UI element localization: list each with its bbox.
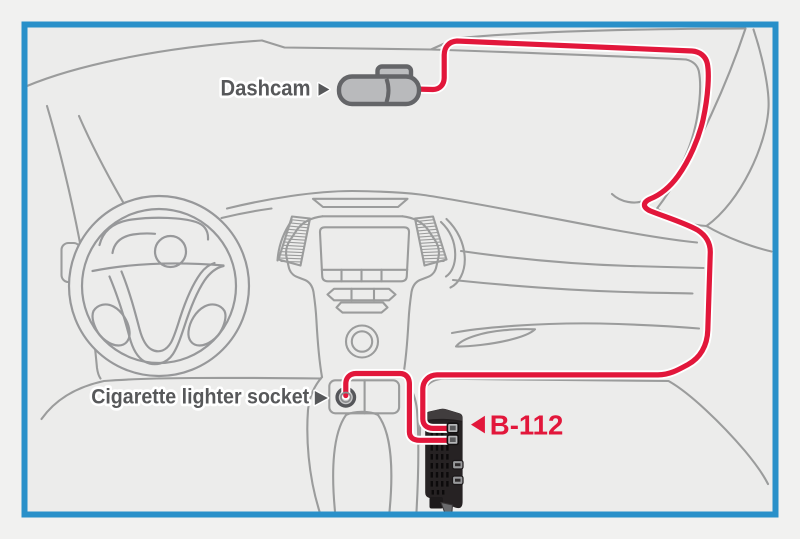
- b112-usb-port-1-slot: [455, 463, 461, 467]
- control-tray-1: [326, 287, 397, 302]
- b112-arrow-left-icon: [471, 415, 485, 434]
- dashcam-body: [336, 74, 422, 107]
- instrument-cluster: [98, 216, 210, 269]
- door-frame-edge: [705, 28, 770, 228]
- stack-right-wing-inner: [439, 220, 457, 278]
- knee-bolster-line: [40, 376, 323, 421]
- power-cables: [343, 38, 713, 443]
- roof-right-line: [454, 27, 747, 40]
- display-screen: [318, 226, 411, 283]
- right-louver-vent: [413, 215, 448, 267]
- console-armrest-left: [332, 413, 348, 513]
- dash-contour-line-3: [450, 322, 701, 335]
- b112-side-ports: [451, 459, 464, 486]
- b112-foot-base: [429, 497, 443, 509]
- stack-shield-right: [401, 215, 440, 379]
- b112-cable-ports: [446, 422, 459, 446]
- b112-top-ridge: [425, 418, 463, 423]
- b112-mount-foot: [429, 497, 454, 515]
- stack-right-wing-outer: [445, 217, 466, 289]
- steering-wheel: [67, 194, 251, 378]
- socket-cable: [343, 370, 451, 443]
- stack-shield-left: [285, 215, 324, 379]
- wheel-thumb-pad-right: [187, 303, 227, 347]
- glovebox-pocket: [454, 328, 537, 348]
- left-louver-vent: [277, 215, 312, 267]
- lower-console: [306, 375, 423, 513]
- right-louver-outline: [413, 215, 448, 267]
- dashcam-arrow-right-icon: [317, 81, 331, 98]
- frame-border: [21, 21, 779, 518]
- dashcam-cable: [411, 38, 713, 431]
- wheel-spoke-v-outer: [108, 264, 225, 366]
- b112-cable-port-lower-pin: [449, 437, 456, 442]
- cluster-gauge-dial: [153, 234, 188, 269]
- labels: Dashcam Cigarette lighter socket B-112: [88, 73, 564, 441]
- b112-top-face: [425, 408, 463, 422]
- b112-vent-slots: [430, 424, 449, 495]
- left-louver-slats: [279, 219, 310, 263]
- cigarette-socket-inner: [340, 391, 352, 403]
- door-sill-line: [705, 224, 773, 253]
- steering-wheel-rim-outer: [67, 194, 251, 378]
- top-vent: [311, 197, 409, 209]
- b112-usb-port-2-slot: [455, 478, 461, 482]
- dash-contour-line-1: [459, 249, 705, 270]
- rotary-knob-inner: [350, 330, 374, 353]
- cluster-binnacle-line: [111, 232, 157, 255]
- windshield-top-edge: [429, 48, 688, 61]
- wheel-pad-top-edge: [91, 262, 225, 273]
- center-stack: [277, 197, 448, 379]
- dashcam-lens-seam: [384, 78, 391, 103]
- rotary-knob-outer: [344, 324, 380, 359]
- dashcam-label: Dashcam: [221, 76, 311, 101]
- left-louver-outline: [277, 215, 312, 267]
- b112-label: B-112: [490, 410, 564, 441]
- right-louver-slats: [415, 219, 446, 263]
- dash-cowl-line-2: [220, 207, 273, 220]
- headliner-left-line: [25, 39, 264, 88]
- b112-cable-port-upper-pin: [449, 425, 456, 431]
- wheel-spoke-v-inner: [120, 261, 216, 353]
- console-armrest-right: [376, 413, 393, 513]
- socket-arrow-right-icon: [313, 389, 330, 407]
- cable-routing: [341, 36, 715, 445]
- dash-cowl-line: [225, 189, 699, 244]
- dashcam-device: [336, 64, 422, 107]
- b112-device: [425, 408, 464, 515]
- control-tray-2: [335, 301, 389, 314]
- cigarette-socket-label: Cigarette lighter socket: [91, 384, 309, 409]
- cluster-hood-line: [98, 216, 210, 247]
- wheel-thumb-pad-left: [91, 303, 131, 347]
- dash-contour-line-2: [451, 278, 694, 295]
- console-armrest-top: [344, 410, 380, 417]
- console-left-wall: [306, 375, 324, 513]
